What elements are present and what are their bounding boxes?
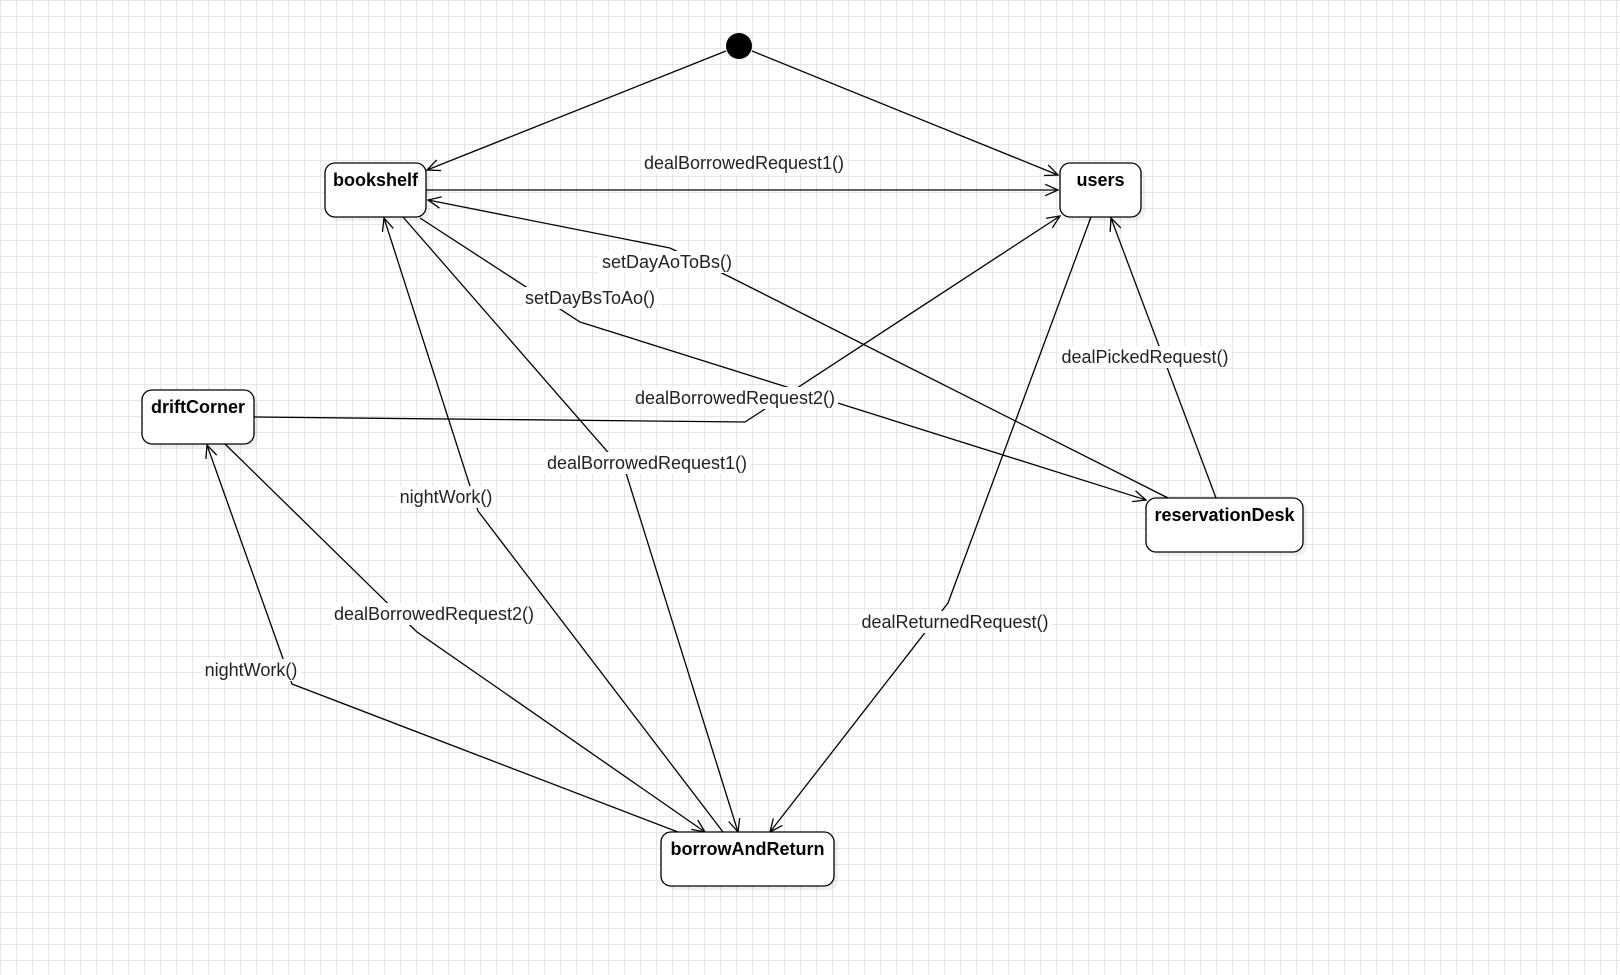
transition-label: dealReturnedRequest() bbox=[861, 612, 1048, 632]
transition-label-bookshelf-reservation: setDayBsToAo() bbox=[521, 287, 659, 309]
transition-label: nightWork() bbox=[205, 660, 298, 680]
transition-label-drift-users: dealBorrowedRequest2() bbox=[631, 387, 839, 409]
transition-label: dealBorrowedRequest2() bbox=[334, 604, 534, 624]
state-borrowAndReturn[interactable]: borrowAndReturn bbox=[660, 831, 838, 890]
transition-line[interactable] bbox=[224, 443, 706, 833]
state-label: borrowAndReturn bbox=[671, 839, 825, 859]
transition-borrow-bookshelf[interactable] bbox=[381, 216, 724, 833]
transition-label-reservation-bookshelf: setDayAoToBs() bbox=[598, 251, 736, 273]
transition-line[interactable] bbox=[383, 217, 724, 833]
transition-label: dealBorrowedRequest2() bbox=[635, 388, 835, 408]
transition-users-borrow[interactable] bbox=[769, 216, 1092, 834]
transition-label-background bbox=[396, 486, 496, 508]
transition-bookshelf-users[interactable] bbox=[426, 183, 1060, 197]
transition-bookshelf-reservation[interactable] bbox=[419, 217, 1148, 503]
state-label: driftCorner bbox=[151, 397, 245, 417]
arrowhead bbox=[1043, 164, 1060, 177]
arrowhead bbox=[425, 159, 442, 172]
transition-label-drift-borrow: dealBorrowedRequest2() bbox=[330, 603, 538, 625]
state-box[interactable] bbox=[660, 831, 835, 887]
arrowhead bbox=[1044, 183, 1060, 197]
transition-label-borrow-drift: nightWork() bbox=[201, 659, 301, 681]
transition-label-background bbox=[521, 287, 659, 309]
transition-label-background bbox=[598, 251, 736, 273]
state-label: reservationDesk bbox=[1154, 505, 1295, 525]
transition-line[interactable] bbox=[253, 215, 1061, 423]
arrowhead bbox=[1046, 215, 1062, 229]
transition-labels-layer: dealBorrowedRequest1() setDayAoToBs() setD… bbox=[201, 152, 1232, 681]
transition-line[interactable] bbox=[427, 199, 1169, 499]
transition-label-bookshelf-users: dealBorrowedRequest1() bbox=[640, 152, 848, 174]
transition-line[interactable] bbox=[769, 216, 1092, 833]
state-bookshelf[interactable]: bookshelf bbox=[324, 162, 430, 221]
transition-label: nightWork() bbox=[400, 487, 493, 507]
transition-line[interactable] bbox=[419, 217, 1147, 501]
transition-reservation-bookshelf[interactable] bbox=[426, 196, 1169, 499]
transition-line[interactable] bbox=[751, 50, 1059, 176]
transition-label-background bbox=[201, 659, 301, 681]
state-box[interactable] bbox=[1145, 497, 1304, 553]
transition-label-background bbox=[543, 452, 751, 474]
transition-borrow-drift[interactable] bbox=[205, 443, 679, 833]
transition-init-bookshelf[interactable] bbox=[425, 50, 727, 172]
arrowhead bbox=[1132, 490, 1148, 503]
transition-label-background bbox=[640, 152, 848, 174]
initial-state-dot[interactable] bbox=[726, 33, 752, 59]
state-box[interactable] bbox=[1059, 162, 1142, 218]
state-driftCorner[interactable]: driftCorner bbox=[141, 389, 258, 448]
transition-label-background bbox=[631, 387, 839, 409]
transition-line[interactable] bbox=[426, 50, 727, 171]
arrowhead bbox=[205, 443, 218, 460]
transition-line[interactable] bbox=[206, 444, 679, 833]
arrowhead bbox=[1109, 216, 1122, 233]
transition-label-users-borrow: dealReturnedRequest() bbox=[858, 611, 1052, 633]
transition-label-reservation-users: dealPickedRequest() bbox=[1058, 346, 1232, 368]
state-box[interactable] bbox=[141, 389, 255, 445]
transition-label-background bbox=[1058, 346, 1232, 368]
transition-label-background bbox=[858, 611, 1052, 633]
transition-label: dealPickedRequest() bbox=[1061, 347, 1228, 367]
transition-label: dealBorrowedRequest1() bbox=[644, 153, 844, 173]
arrowhead bbox=[381, 216, 394, 232]
state-reservationDesk[interactable]: reservationDesk bbox=[1145, 497, 1307, 556]
state-label: bookshelf bbox=[333, 170, 419, 190]
state-users[interactable]: users bbox=[1059, 162, 1145, 221]
transition-label: setDayBsToAo() bbox=[525, 288, 655, 308]
transition-label-bookshelf-borrow: dealBorrowedRequest1() bbox=[543, 452, 751, 474]
transition-init-users[interactable] bbox=[751, 50, 1060, 177]
arrowhead bbox=[426, 196, 442, 209]
transition-label-background bbox=[330, 603, 538, 625]
state-box[interactable] bbox=[324, 162, 427, 218]
transition-label: dealBorrowedRequest1() bbox=[547, 453, 747, 473]
states-layer: bookshelf users driftCorner reservationDesk… bbox=[141, 33, 1307, 890]
transition-drift-users[interactable] bbox=[253, 215, 1062, 423]
transition-label-borrow-bookshelf: nightWork() bbox=[396, 486, 496, 508]
state-label: users bbox=[1076, 170, 1124, 190]
transition-label: setDayAoToBs() bbox=[602, 252, 732, 272]
transition-line[interactable] bbox=[402, 216, 739, 833]
